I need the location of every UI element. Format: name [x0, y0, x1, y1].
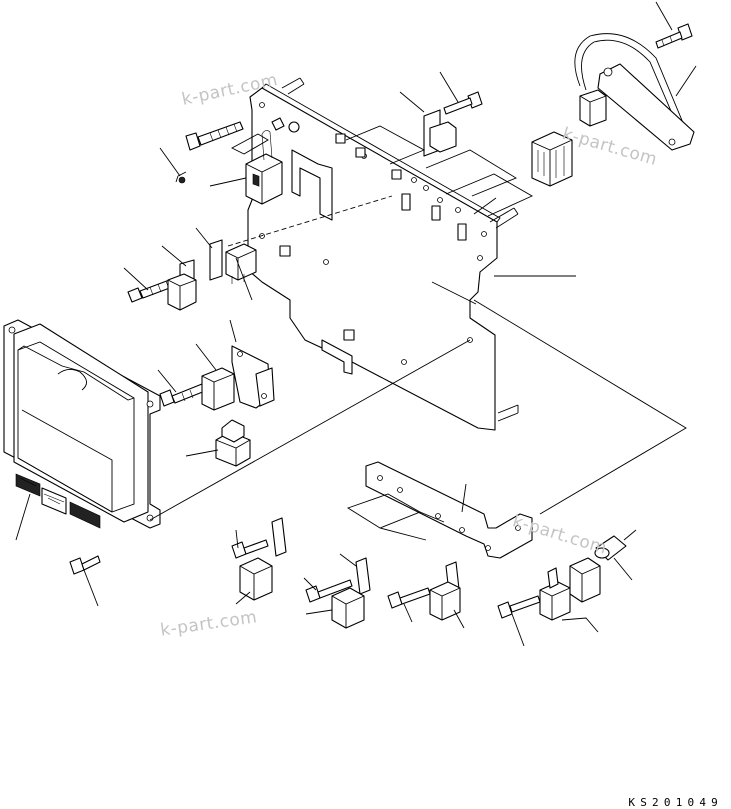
middle-left-components	[159, 345, 275, 467]
drawing-code: KS201049	[628, 796, 723, 809]
upper-left-components	[127, 117, 300, 311]
leader-lines	[15, 1, 697, 647]
lower-mounting-bracket	[346, 461, 533, 559]
upper-right-components	[345, 23, 695, 217]
lower-components	[69, 517, 627, 629]
main-mounting-plate	[227, 77, 519, 431]
controller-unit	[3, 319, 161, 529]
